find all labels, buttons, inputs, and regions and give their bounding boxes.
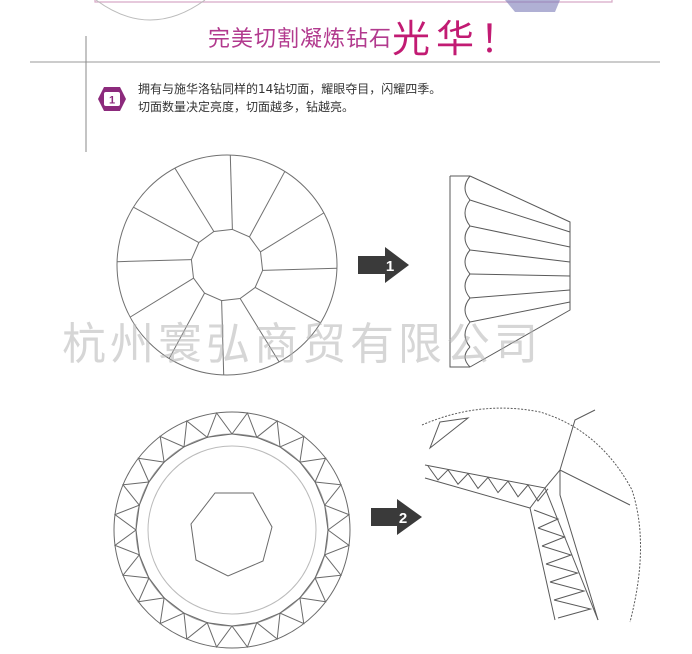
zoomed-edge-section bbox=[421, 407, 641, 623]
banner-headline: 完美切割凝炼钻石光华！ bbox=[208, 2, 524, 61]
banner-border bbox=[94, 0, 613, 3]
banner-headline-emphasis: 光华！ bbox=[392, 17, 525, 61]
banner-headline-text: 完美切割凝炼钻石 bbox=[208, 27, 393, 52]
arrow-1-number: 1 bbox=[386, 258, 394, 275]
facet-top-view bbox=[116, 154, 338, 376]
banner-circle-edge bbox=[95, 0, 206, 21]
banner-gem-image bbox=[505, 0, 560, 12]
company-watermark: 杭州寰弘商贸有限公司 bbox=[62, 319, 542, 370]
feature-number: 1 bbox=[109, 95, 115, 107]
feature-number-badge: 1 bbox=[98, 87, 126, 111]
step-arrow-2: 2 bbox=[371, 499, 422, 535]
feature-description: 拥有与施华洛钻同样的14钻切面，耀眼夺目，闪耀四季。 切面数量决定亮度，切面越多… bbox=[138, 80, 441, 116]
step-arrow-1: 1 bbox=[358, 247, 409, 283]
faceted-round-view bbox=[113, 411, 351, 649]
feature-line-2: 切面数量决定亮度，切面越多，钻越亮。 bbox=[138, 100, 355, 114]
facet-side-profile bbox=[449, 175, 571, 368]
feature-line-1: 拥有与施华洛钻同样的14钻切面，耀眼夺目，闪耀四季。 bbox=[138, 82, 442, 96]
arrow-2-number: 2 bbox=[399, 510, 407, 527]
